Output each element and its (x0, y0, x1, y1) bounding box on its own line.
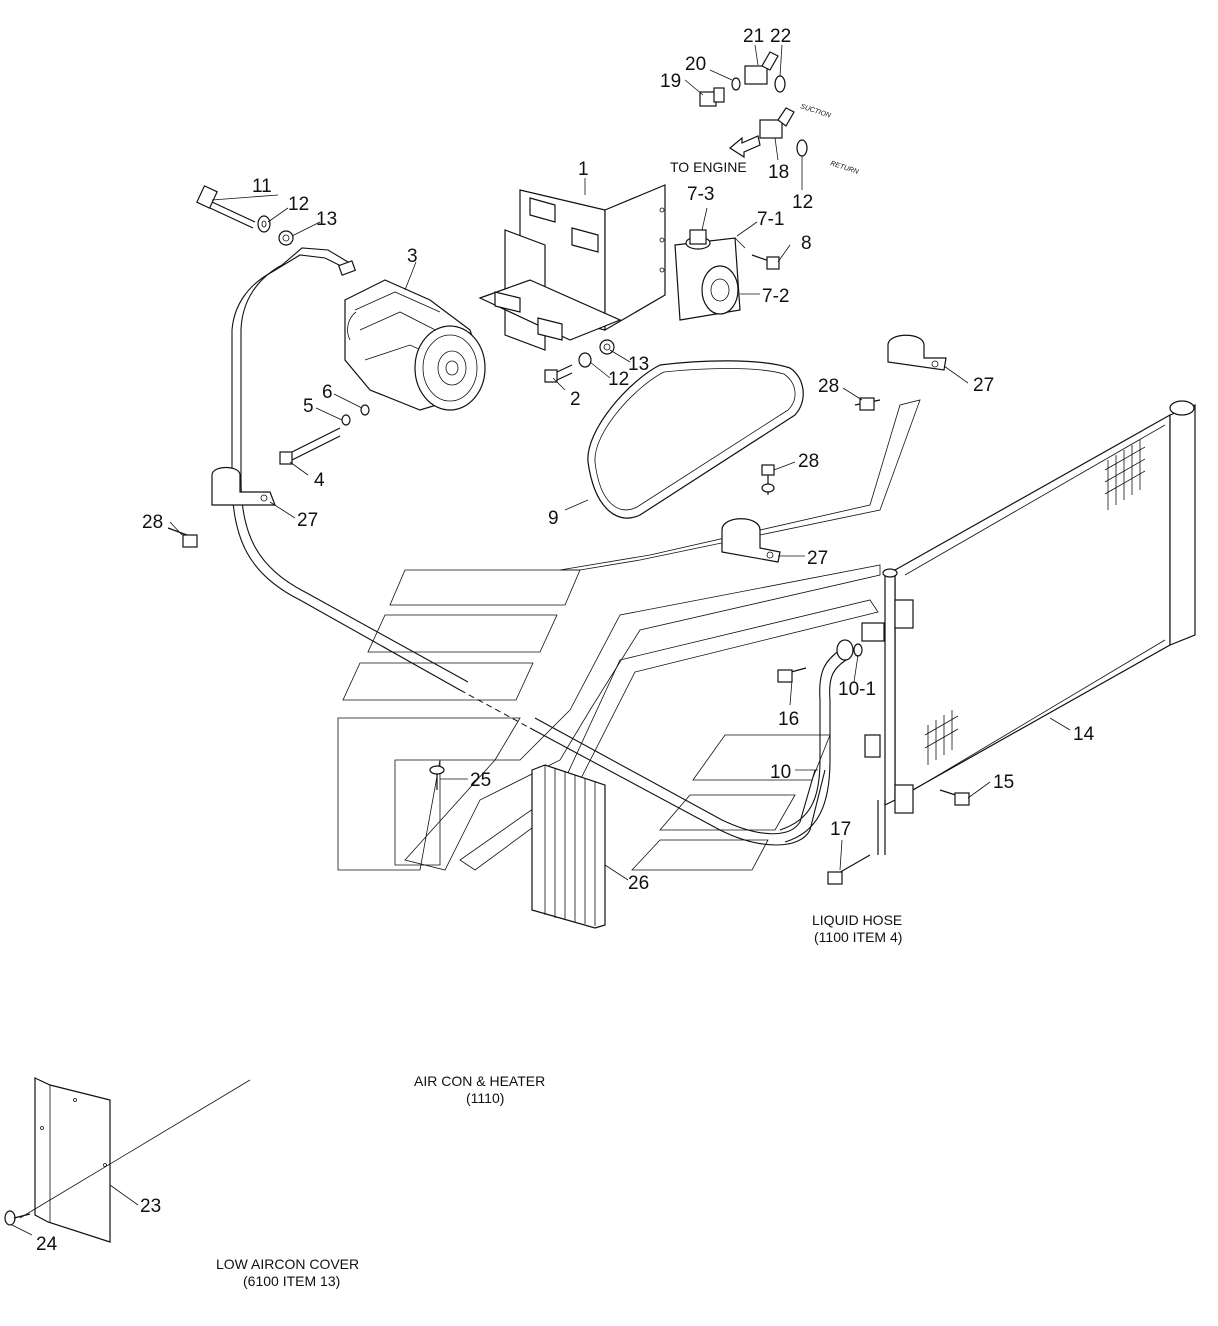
note-low-cover: LOW AIRCON COVER (216, 1256, 359, 1272)
washer-13-upper (278, 230, 294, 246)
note-aircon-heater: AIR CON & HEATER (414, 1073, 545, 1089)
note-aircon-heater-ref: (1110) (466, 1090, 504, 1106)
bolt-28-top (854, 397, 881, 411)
callout-17: 17 (830, 819, 851, 840)
bolt-2 (544, 364, 573, 383)
callout-7-3: 7-3 (687, 184, 714, 205)
compressor (337, 260, 486, 411)
callout-10-1: 10-1 (838, 679, 876, 700)
washer-12-upper (257, 215, 271, 233)
callout-28-left: 28 (142, 512, 163, 533)
callout-20: 20 (685, 54, 706, 75)
callout-12-lower: 12 (608, 369, 629, 390)
liquid-hose-10 (779, 649, 847, 843)
bolt-28-left (167, 527, 198, 548)
callout-15: 15 (993, 772, 1014, 793)
callout-9: 9 (548, 508, 559, 529)
callout-25: 25 (470, 770, 491, 791)
fitting-19 (699, 87, 725, 107)
callouts: 1 2 3 4 5 6 7-1 7-2 7-3 8 9 10 10-1 11 1… (36, 26, 1095, 1255)
callout-28-top: 28 (818, 376, 839, 397)
callout-12-upper: 12 (288, 194, 309, 215)
callout-16: 16 (778, 709, 799, 730)
callout-22: 22 (770, 26, 791, 47)
condenser (861, 400, 1196, 855)
callout-19: 19 (660, 71, 681, 92)
condenser-fin-grid (924, 440, 1146, 765)
callout-1: 1 (578, 159, 589, 180)
washer-12-lower (578, 352, 592, 368)
compressor-bracket (478, 184, 666, 351)
callout-2: 2 (570, 389, 581, 410)
note-low-cover-ref: (6100 ITEM 13) (243, 1273, 340, 1289)
note-liquid-hose-ref: (1100 ITEM 4) (814, 929, 902, 945)
bolt-8 (751, 254, 780, 270)
discharge-hose (231, 247, 826, 846)
callout-6: 6 (322, 382, 333, 403)
callout-3: 3 (407, 246, 418, 267)
aircon-filter (531, 764, 606, 929)
belt-tensioner (674, 229, 746, 321)
bolt-17 (827, 854, 871, 885)
note-return: RETURN (829, 160, 860, 176)
callout-7-2: 7-2 (762, 286, 789, 307)
callout-13-upper: 13 (316, 209, 337, 230)
fitting-10-1 (836, 639, 863, 661)
valve-21 (744, 51, 779, 85)
callout-7-1: 7-1 (757, 209, 784, 230)
callout-28-middle: 28 (798, 451, 819, 472)
callout-23: 23 (140, 1196, 161, 1217)
callout-11: 11 (252, 176, 272, 197)
note-suction: SUCTION (799, 103, 832, 120)
callout-27-middle: 27 (807, 548, 828, 569)
valve-18 (759, 107, 795, 139)
washer-20 (731, 77, 741, 91)
oring-22 (774, 75, 786, 93)
clamp-27-middle (721, 518, 781, 563)
screw-25 (429, 765, 445, 790)
note-liquid-hose: LIQUID HOSE (812, 912, 902, 928)
callout-12-top: 12 (792, 192, 813, 213)
callout-24: 24 (36, 1234, 58, 1255)
callout-18: 18 (768, 162, 789, 183)
callout-27-left: 27 (297, 510, 318, 531)
oring-12-top (796, 139, 808, 157)
callout-13-lower: 13 (628, 354, 649, 375)
callout-26: 26 (628, 873, 649, 894)
bolt-15 (939, 789, 970, 806)
washer-5 (341, 414, 351, 426)
washer-6 (360, 404, 370, 416)
bolt-11 (196, 185, 256, 229)
bolt-28-middle (761, 464, 775, 495)
bolt-4 (279, 427, 341, 465)
callout-5: 5 (303, 396, 314, 417)
low-aircon-cover (19, 1077, 251, 1243)
callout-10: 10 (770, 762, 791, 783)
callout-8: 8 (801, 233, 812, 254)
callout-21: 21 (743, 26, 764, 47)
callout-14: 14 (1073, 724, 1095, 745)
drive-belt (587, 360, 804, 519)
screw-24 (4, 1210, 31, 1226)
note-to-engine: TO ENGINE (670, 159, 747, 175)
washer-13-lower (599, 339, 615, 355)
callout-27-top: 27 (973, 375, 994, 396)
clamp-27-left (211, 466, 276, 506)
arrow-to-engine-icon (728, 135, 761, 159)
clamp-27-top (887, 334, 947, 371)
bolt-16 (777, 667, 807, 683)
callout-4: 4 (314, 470, 325, 491)
leader-lines (11, 44, 1071, 1236)
